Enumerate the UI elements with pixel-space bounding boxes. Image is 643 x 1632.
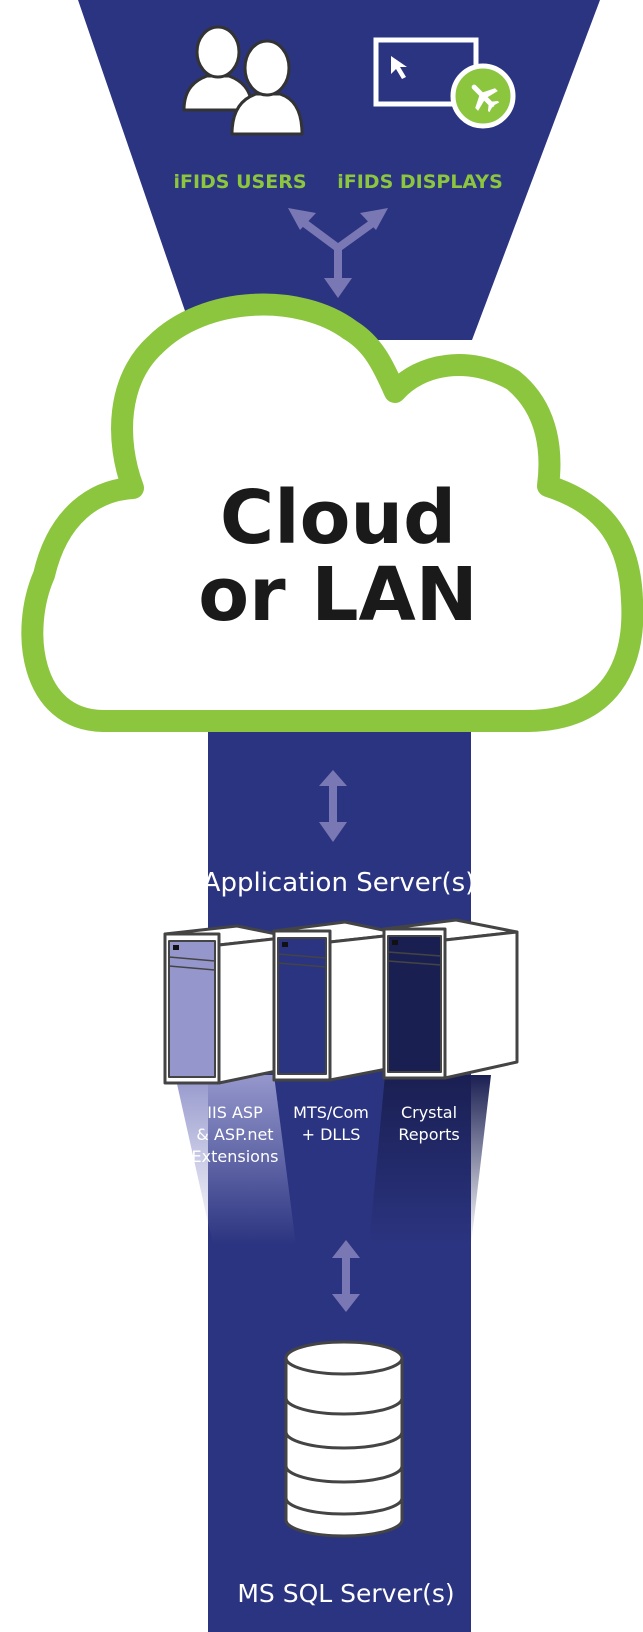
beam-right [369, 1075, 491, 1245]
users-label: iFIDS USERS [173, 171, 306, 193]
iis-label-line3: Extensions [192, 1147, 279, 1166]
server-icon [163, 924, 293, 1085]
users-icon [182, 25, 304, 136]
iis-label-line2: & ASP.net [196, 1125, 273, 1144]
app-server-label: Application Server(s) [203, 868, 476, 898]
cloud-label-line2: or LAN [198, 552, 477, 638]
iis-label-line1: IIS ASP [207, 1103, 263, 1122]
cloud-label-line1: Cloud [220, 475, 456, 561]
crystal-label-line2: Reports [398, 1125, 459, 1144]
cloud-shape [21, 293, 643, 732]
arrow-icon [288, 208, 388, 298]
mts-label-line1: MTS/Com [293, 1103, 369, 1122]
arrow-icon [319, 770, 347, 842]
crystal-label-line1: Crystal [401, 1103, 457, 1122]
cursor-icon [391, 56, 407, 79]
sql-server-label: MS SQL Server(s) [237, 1579, 454, 1608]
server-icon [382, 918, 519, 1080]
mts-label-line2: + DLLS [302, 1125, 361, 1144]
display-icon [373, 37, 516, 129]
arrow-icon [332, 1240, 360, 1312]
airplane-icon [471, 84, 500, 113]
database-icon [284, 1340, 404, 1538]
displays-label: iFIDS DISPLAYS [337, 171, 503, 193]
beam-left [175, 1075, 296, 1245]
